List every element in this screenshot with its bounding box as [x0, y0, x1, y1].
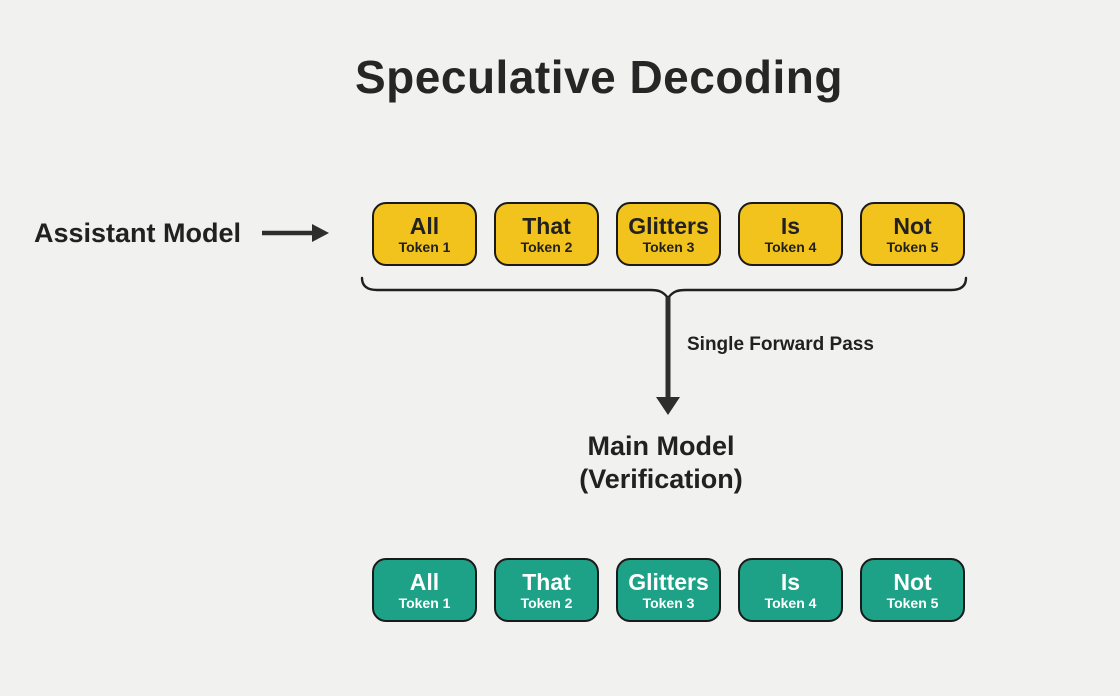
main-model-line2: (Verification)	[579, 464, 743, 494]
token-word: That	[522, 212, 571, 239]
token-word: Is	[780, 568, 801, 595]
draft-token-1: All Token 1	[372, 202, 477, 266]
main-model-label: Main Model (Verification)	[579, 430, 743, 496]
token-word: That	[522, 568, 571, 595]
page-title: Speculative Decoding	[354, 51, 844, 103]
verified-token-2: That Token 2	[494, 558, 599, 622]
token-label: Token 4	[764, 238, 817, 255]
main-model-line1: Main Model	[587, 431, 735, 461]
draft-token-4: Is Token 4	[738, 202, 843, 266]
token-word: All	[409, 568, 440, 595]
token-word: Glitters	[628, 568, 709, 595]
verified-token-5: Not Token 5	[860, 558, 965, 622]
token-label: Token 5	[886, 238, 939, 255]
assistant-model-label: Assistant Model	[34, 218, 242, 248]
draft-token-row: All Token 1 That Token 2 Glitters Token …	[372, 202, 965, 266]
token-word: Not	[893, 212, 932, 239]
token-word: All	[409, 212, 440, 239]
token-label: Token 1	[398, 238, 451, 255]
token-label: Token 3	[642, 238, 695, 255]
verified-token-1: All Token 1	[372, 558, 477, 622]
token-word: Glitters	[628, 212, 709, 239]
token-word: Not	[893, 568, 932, 595]
token-label: Token 2	[520, 594, 573, 611]
token-label: Token 1	[398, 594, 451, 611]
verified-token-3: Glitters Token 3	[616, 558, 721, 622]
arrow-right-icon	[262, 224, 329, 242]
token-label: Token 3	[642, 594, 695, 611]
forward-pass-label: Single Forward Pass	[687, 334, 874, 355]
draft-token-5: Not Token 5	[860, 202, 965, 266]
draft-token-3: Glitters Token 3	[616, 202, 721, 266]
token-label: Token 4	[764, 594, 817, 611]
verified-token-4: Is Token 4	[738, 558, 843, 622]
token-label: Token 5	[886, 594, 939, 611]
token-word: Is	[780, 212, 801, 239]
verified-token-row: All Token 1 That Token 2 Glitters Token …	[372, 558, 965, 622]
token-label: Token 2	[520, 238, 573, 255]
draft-token-2: That Token 2	[494, 202, 599, 266]
arrow-down-icon	[656, 297, 680, 415]
